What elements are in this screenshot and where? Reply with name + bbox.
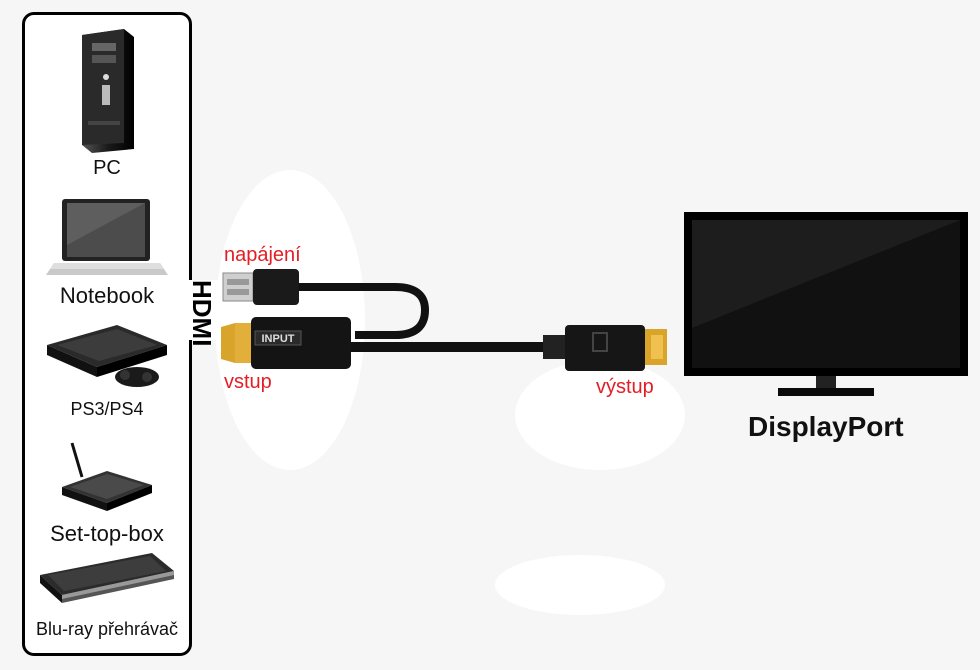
hdmi-sources-panel: PC Notebook PS3/PS4 xyxy=(22,12,192,656)
device-notebook: Notebook xyxy=(25,197,189,309)
displayport-label: DisplayPort xyxy=(748,411,904,442)
device-label: PS3/PS4 xyxy=(70,399,144,419)
device-label: Set-top-box xyxy=(50,521,164,546)
input-label: vstup xyxy=(224,371,272,393)
device-label: Blu-ray přehrávač xyxy=(35,619,179,639)
laptop-icon xyxy=(46,199,168,275)
device-ps3-ps4: PS3/PS4 xyxy=(25,315,189,420)
pc-tower-icon xyxy=(82,29,134,153)
background-blob xyxy=(515,360,685,470)
output-label: výstup xyxy=(596,376,654,398)
background-blob xyxy=(495,555,665,615)
game-console-icon xyxy=(47,325,167,387)
device-bluray-player: Blu-ray přehrávač xyxy=(25,545,189,640)
input-plug-text: INPUT xyxy=(262,333,295,345)
device-pc: PC xyxy=(25,25,189,180)
power-label: napájení xyxy=(224,244,301,266)
set-top-box-icon xyxy=(62,442,152,511)
device-label: PC xyxy=(93,157,121,179)
bluray-player-icon xyxy=(40,553,174,603)
device-set-top-box: Set-top-box xyxy=(25,441,189,547)
device-label: Notebook xyxy=(59,283,155,308)
hdmi-to-displayport-cable: INPUT xyxy=(221,269,667,371)
monitor-icon xyxy=(684,212,968,396)
